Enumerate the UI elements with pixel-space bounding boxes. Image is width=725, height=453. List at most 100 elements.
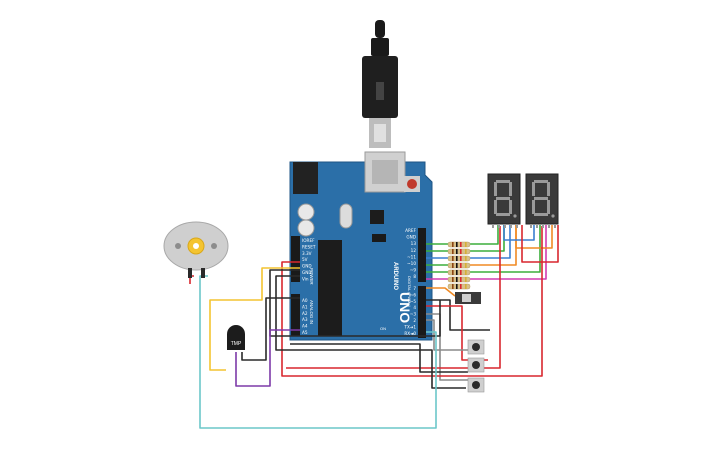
display-pin <box>492 224 494 228</box>
seven-segment-display[interactable] <box>487 173 521 228</box>
wire-pin3[interactable] <box>426 313 468 381</box>
usb-b-port-inner <box>372 160 398 184</box>
display-pin <box>510 224 512 228</box>
pin-label: A2 <box>302 311 308 316</box>
display-segment <box>547 200 550 214</box>
digital-header-top[interactable] <box>418 228 426 282</box>
usb-cable[interactable] <box>362 20 398 148</box>
seven-segment-display[interactable] <box>525 173 559 228</box>
resistor-band <box>465 242 467 247</box>
resistor-body <box>447 248 471 255</box>
display-segment <box>534 180 548 183</box>
board-brand-label: ARDUINO <box>392 262 398 290</box>
motor-screw-right <box>211 243 217 249</box>
display-segment <box>496 180 510 183</box>
resistor-band <box>456 270 458 275</box>
resistor-band <box>452 256 454 261</box>
wire-seg-c[interactable] <box>470 225 511 259</box>
resistor-band <box>465 256 467 261</box>
wire-seg-f[interactable] <box>470 225 547 280</box>
wire-purple-sensor[interactable] <box>235 329 300 387</box>
wire-yellow-motor[interactable] <box>209 267 300 371</box>
wire-seg-e[interactable] <box>470 225 541 273</box>
wire-seg-link-2[interactable] <box>503 225 535 241</box>
switch-knob[interactable] <box>462 294 471 302</box>
usb-cable-strain-relief <box>375 20 385 38</box>
display-decimal-point <box>513 214 517 218</box>
slide-switch[interactable] <box>455 292 481 304</box>
pin-label: 8 <box>413 274 416 279</box>
resistor-band <box>465 263 467 268</box>
pin-label: ~6 <box>410 292 417 297</box>
display-pin <box>498 224 500 228</box>
resistor[interactable] <box>447 283 471 290</box>
resistor[interactable] <box>447 262 471 269</box>
resistor-band <box>452 270 454 275</box>
resistor[interactable] <box>447 255 471 262</box>
wire-seg-b[interactable] <box>470 225 505 252</box>
wire-seg-a[interactable] <box>470 225 499 245</box>
digital-header-bottom[interactable] <box>418 286 426 338</box>
display-decimal-point <box>551 214 555 218</box>
wire-5v-display[interactable] <box>286 226 501 369</box>
reset-button[interactable] <box>407 179 417 189</box>
board-power-label: POWER <box>309 268 314 285</box>
power-header[interactable] <box>291 236 300 282</box>
resistor[interactable] <box>447 241 471 248</box>
usb-plug-metal-inner <box>374 124 386 142</box>
pin-label: ~11 <box>407 254 416 259</box>
resistor-band <box>456 284 458 289</box>
resistor-body <box>447 241 471 248</box>
display-pin <box>548 224 550 228</box>
pushbutton-cap[interactable] <box>472 361 480 369</box>
analog-header[interactable] <box>291 294 300 336</box>
pin-label: 13 <box>411 241 417 246</box>
temperature-sensor[interactable]: TMP <box>227 325 245 350</box>
wire-seg-link-3[interactable] <box>521 225 559 263</box>
wire-gnd-buttons[interactable] <box>426 299 490 331</box>
display-segment <box>496 197 510 200</box>
wire-black-sensor[interactable] <box>241 297 300 361</box>
pin-label: IOREF <box>302 238 315 243</box>
display-pin <box>516 224 518 228</box>
seven-segment-displays <box>487 173 559 228</box>
display-segment <box>509 182 512 196</box>
wire-seg-d[interactable] <box>470 225 517 266</box>
usb-controller-chip <box>370 210 384 224</box>
display-segment <box>494 182 497 196</box>
wire-5v-main[interactable] <box>281 226 543 377</box>
pushbutton[interactable] <box>467 339 485 355</box>
capacitor-1 <box>297 203 315 221</box>
motor-screw-left <box>175 243 181 249</box>
wire-pin7[interactable] <box>426 287 456 297</box>
resistor-band <box>460 270 462 275</box>
arduino-uno-board[interactable]: ARDUINO UNO ON POWER ANALOG IN DIGITAL (… <box>289 151 433 341</box>
wires <box>189 225 559 429</box>
wire-gnd-2[interactable] <box>275 275 466 389</box>
resistor-band <box>456 263 458 268</box>
resistor[interactable] <box>447 248 471 255</box>
resistor-band <box>465 277 467 282</box>
resistor-band <box>465 284 467 289</box>
resistor-band <box>452 284 454 289</box>
pushbutton-cap[interactable] <box>472 381 480 389</box>
resistor[interactable] <box>447 269 471 276</box>
pushbutton[interactable] <box>467 377 485 393</box>
wire-seg-link-1[interactable] <box>515 225 553 249</box>
resistor-band <box>465 270 467 275</box>
display-segment <box>534 197 548 200</box>
pin-label: A4 <box>302 324 308 329</box>
pushbutton-cap[interactable] <box>472 343 480 351</box>
wire-gnd-3[interactable] <box>290 343 468 373</box>
pin-label: 3.3V <box>302 251 312 256</box>
dc-motor[interactable] <box>163 221 229 278</box>
capacitor-2 <box>297 219 315 237</box>
resistor-band <box>460 242 462 247</box>
wire-pin2[interactable] <box>426 319 468 351</box>
pushbutton[interactable] <box>467 357 485 373</box>
resistor[interactable] <box>447 276 471 283</box>
